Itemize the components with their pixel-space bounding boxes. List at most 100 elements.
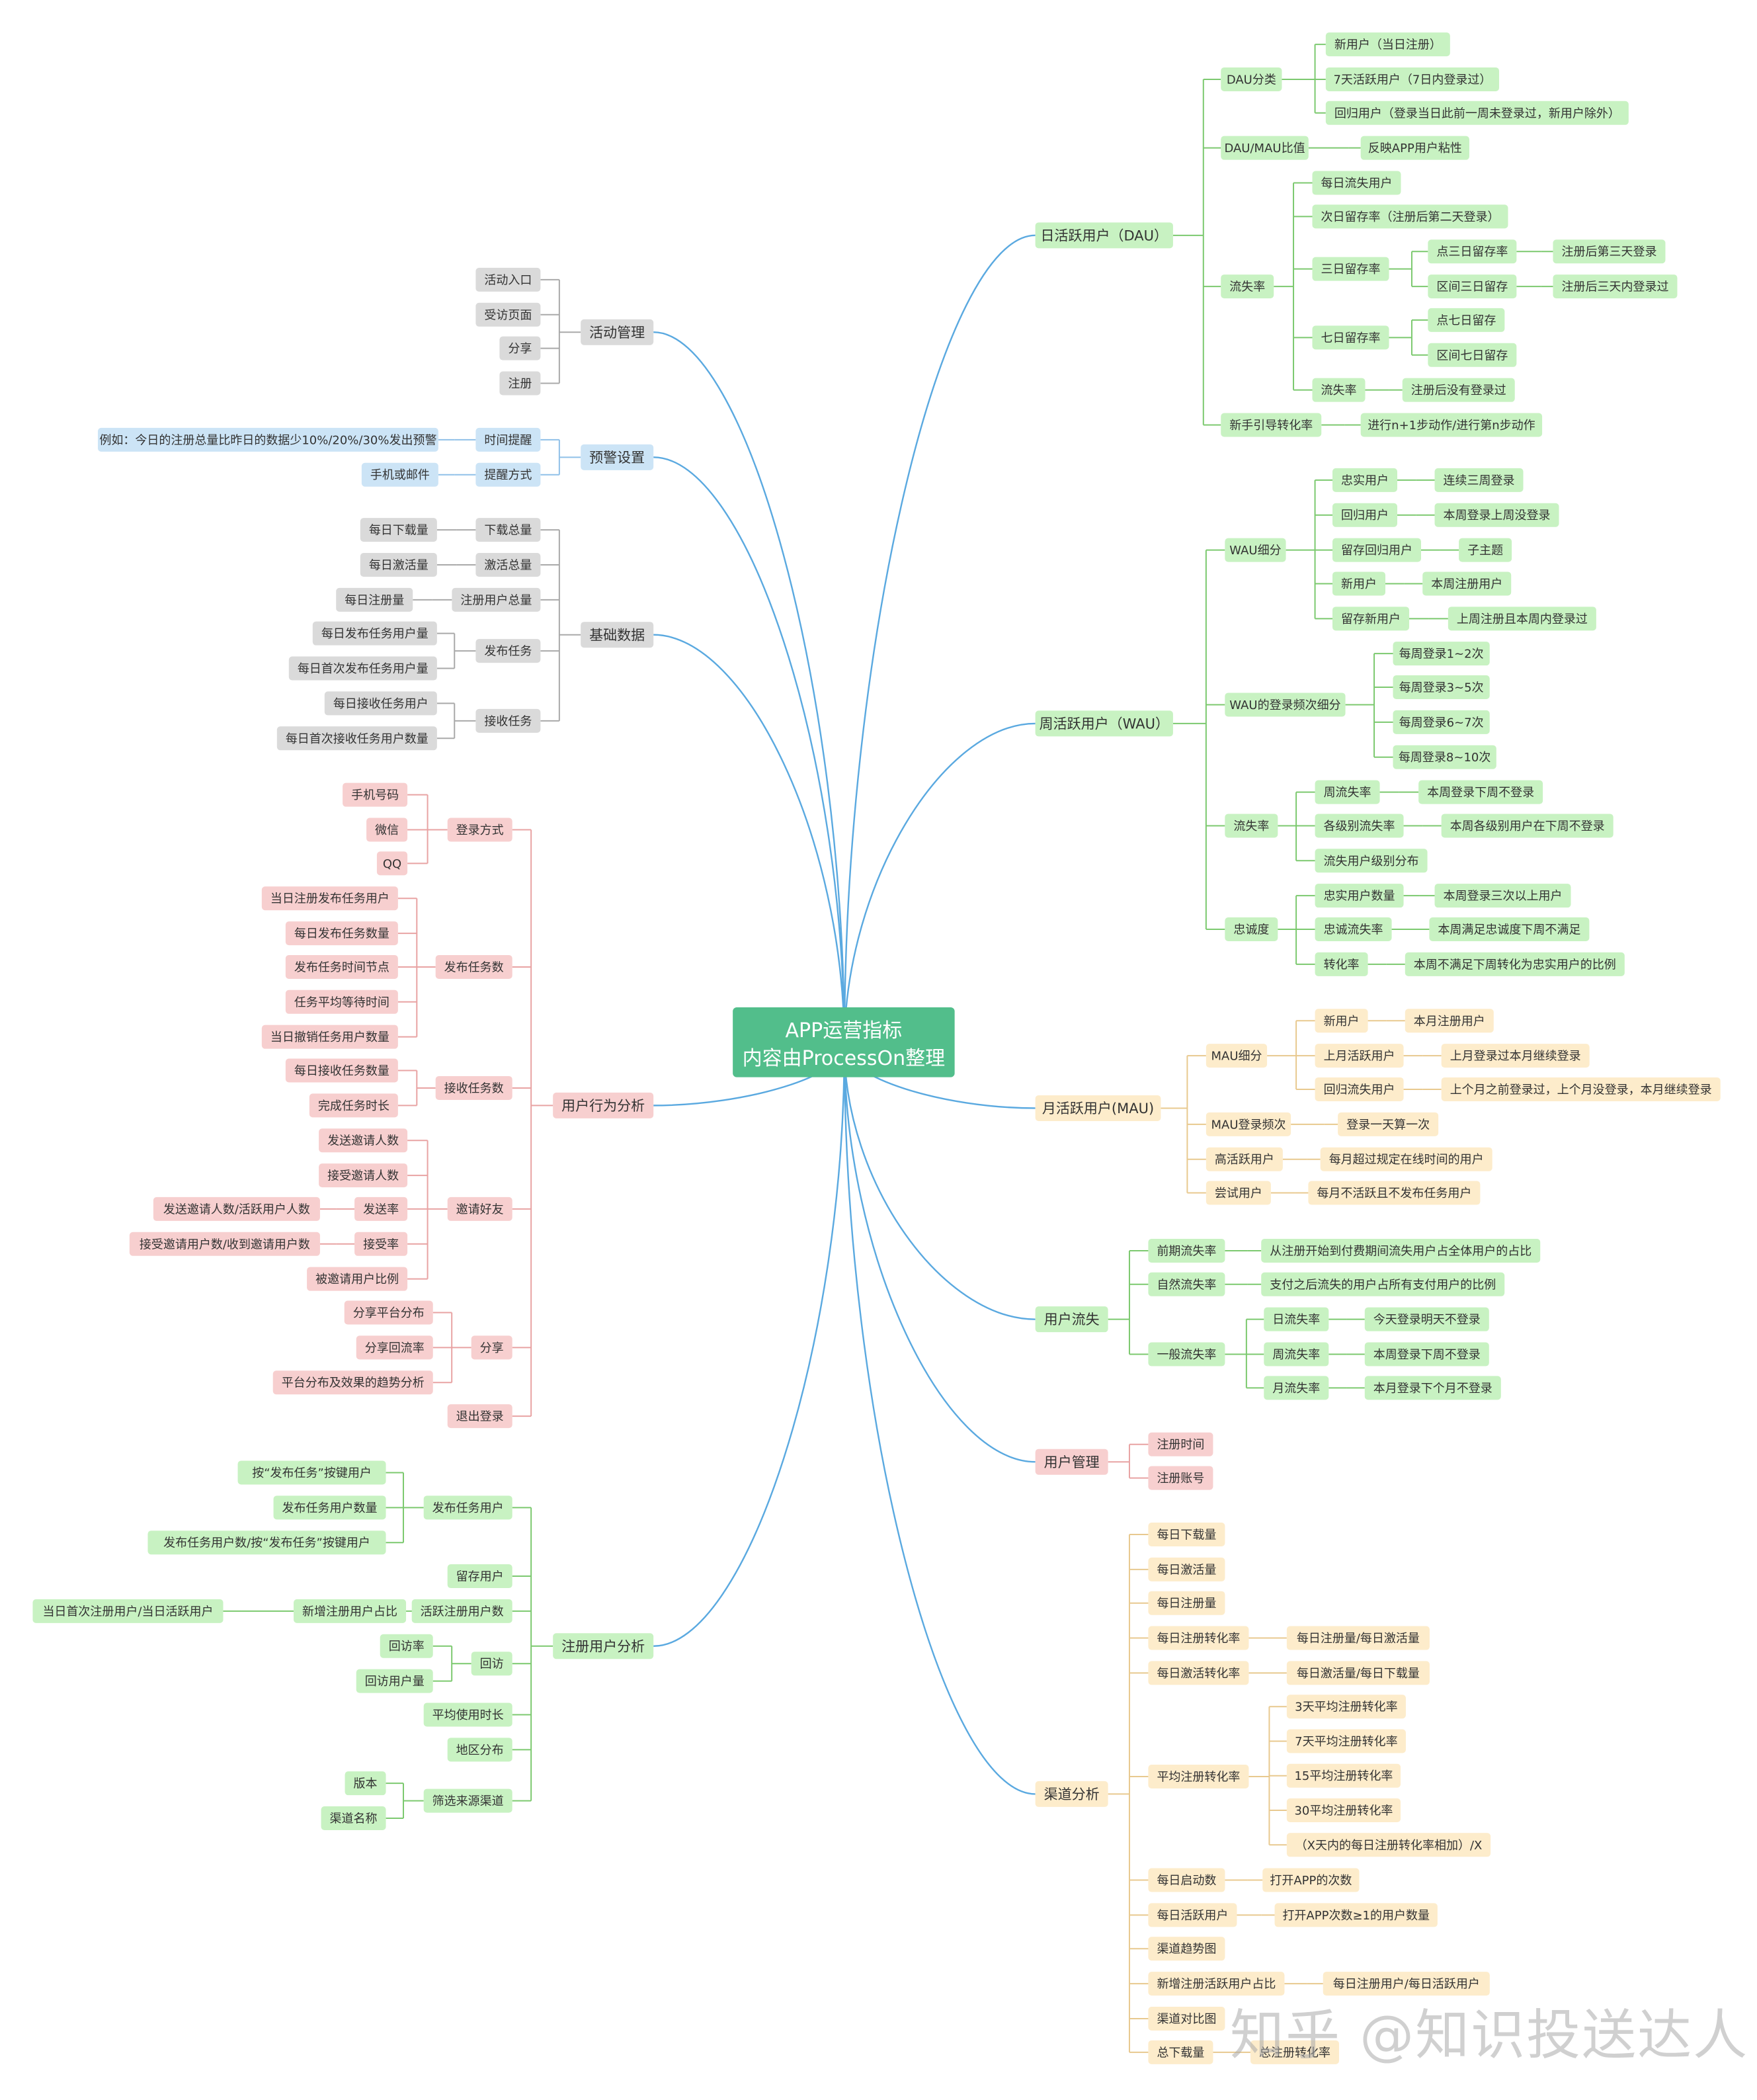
topic-node[interactable]: 分享回流率	[356, 1335, 433, 1360]
topic-node[interactable]: 一般流失率	[1148, 1342, 1225, 1366]
topic-node[interactable]: 每日下载量	[1148, 1522, 1225, 1546]
topic-node[interactable]: 7天活跃用户（7日内登录过）	[1325, 67, 1499, 91]
topic-node[interactable]: 渠道对比图	[1148, 2006, 1225, 2031]
topic-node[interactable]: 15平均注册转化率	[1286, 1763, 1401, 1788]
topic-node[interactable]: 每日注册用户/每日活跃用户	[1323, 1972, 1490, 1996]
topic-node[interactable]: 每日激活量	[360, 552, 437, 577]
topic-node[interactable]: 留存用户	[447, 1564, 512, 1589]
topic-node[interactable]: 每日首次发布任务用户量	[288, 656, 437, 681]
topic-node[interactable]: 注册	[499, 371, 541, 396]
topic-node[interactable]: 手机或邮件	[361, 462, 438, 487]
branch-behavior[interactable]: 用户行为分析	[553, 1092, 654, 1118]
branch-mau[interactable]: 月活跃用户(MAU)	[1035, 1095, 1161, 1121]
topic-node[interactable]: 今天登录明天不登录	[1364, 1307, 1489, 1331]
topic-node[interactable]: 从注册开始到付费期间流失用户占全体用户的占比	[1261, 1238, 1541, 1263]
branch-wau[interactable]: 周活跃用户（WAU）	[1035, 710, 1173, 737]
topic-node[interactable]: 本周满足忠诚度下周不满足	[1429, 917, 1590, 942]
branch-activity[interactable]: 活动管理	[581, 319, 654, 345]
topic-node[interactable]: 7天平均注册转化率	[1286, 1729, 1406, 1753]
topic-node[interactable]: 本周各级别用户在下周不登录	[1441, 814, 1614, 838]
topic-node[interactable]: MAU细分	[1205, 1044, 1268, 1068]
topic-node[interactable]: 新用户	[1332, 571, 1386, 596]
topic-node[interactable]: 注册后第三天登录	[1553, 239, 1666, 264]
topic-node[interactable]: 周流失率	[1315, 780, 1380, 804]
topic-node[interactable]: 回归流失用户	[1315, 1077, 1404, 1101]
topic-node[interactable]: 筛选来源渠道	[423, 1788, 512, 1813]
topic-node[interactable]: 忠实用户数量	[1315, 884, 1404, 908]
topic-node[interactable]: 每日接收任务用户	[324, 691, 437, 716]
topic-node[interactable]: 例如：今日的注册总量比昨日的数据少10%/20%/30%发出预警	[97, 427, 438, 452]
topic-node[interactable]: 每周登录3~5次	[1393, 675, 1490, 700]
topic-node[interactable]: 每日接收任务数量	[285, 1058, 398, 1083]
topic-node[interactable]: 活跃注册用户数	[411, 1599, 512, 1623]
topic-node[interactable]: 地区分布	[447, 1738, 512, 1762]
topic-node[interactable]: 注册后三天内登录过	[1553, 274, 1678, 299]
topic-node[interactable]: 本周不满足下周转化为忠实用户的比例	[1405, 952, 1625, 976]
topic-node[interactable]: 反映APP用户粘性	[1360, 136, 1469, 160]
topic-node[interactable]: 次日留存率（注册后第二天登录）	[1312, 204, 1508, 229]
topic-node[interactable]: 接受邀请用户数/收到邀请用户数	[129, 1232, 320, 1256]
topic-node[interactable]: 时间提醒	[475, 427, 541, 452]
topic-node[interactable]: 受访页面	[475, 302, 541, 327]
topic-node[interactable]: 每日下载量	[360, 518, 437, 542]
topic-node[interactable]: 任务平均等待时间	[285, 989, 398, 1014]
topic-node[interactable]: 本月注册用户	[1405, 1009, 1494, 1033]
topic-node[interactable]: WAU的登录频次细分	[1225, 693, 1346, 717]
branch-registered[interactable]: 注册用户分析	[553, 1633, 654, 1659]
topic-node[interactable]: 登录一天算一次	[1338, 1112, 1439, 1136]
topic-node[interactable]: 区间七日留存	[1428, 343, 1517, 367]
topic-node[interactable]: 进行n+1步动作/进行第n步动作	[1360, 413, 1543, 437]
topic-node[interactable]: 每日发布任务用户量	[312, 621, 437, 646]
topic-node[interactable]: 周流失率	[1264, 1342, 1329, 1366]
topic-node[interactable]: 手机号码	[343, 782, 408, 807]
topic-node[interactable]: 本周登录下周不登录	[1364, 1342, 1489, 1366]
topic-node[interactable]: 注册后没有登录过	[1402, 378, 1515, 402]
branch-channel[interactable]: 渠道分析	[1035, 1781, 1108, 1807]
topic-node[interactable]: 每日激活转化率	[1148, 1661, 1249, 1685]
topic-node[interactable]: 当日注册发布任务用户	[261, 886, 398, 911]
topic-node[interactable]: 子主题	[1459, 538, 1512, 562]
branch-user-churn[interactable]: 用户流失	[1035, 1306, 1108, 1333]
topic-node[interactable]: 注册账号	[1148, 1466, 1213, 1490]
branch-alert[interactable]: 预警设置	[581, 444, 654, 470]
topic-node[interactable]: 本周登录上周没登录	[1434, 503, 1559, 527]
topic-node[interactable]: 支付之后流失的用户占所有支付用户的比例	[1261, 1272, 1505, 1296]
topic-node[interactable]: 流失率	[1225, 814, 1278, 838]
topic-node[interactable]: 新手引导转化率	[1221, 413, 1322, 437]
topic-node[interactable]: 三日留存率	[1312, 257, 1389, 281]
topic-node[interactable]: 每日流失用户	[1312, 171, 1401, 195]
topic-node[interactable]: 每日激活量/每日下载量	[1286, 1661, 1430, 1685]
topic-node[interactable]: 每日注册量	[1148, 1591, 1225, 1615]
topic-node[interactable]: 留存回归用户	[1332, 538, 1422, 562]
topic-node[interactable]: 流失用户级别分布	[1315, 849, 1428, 873]
topic-node[interactable]: 上月登录过本月继续登录	[1441, 1044, 1590, 1068]
topic-node[interactable]: 每日注册量	[336, 587, 413, 612]
branch-base-data[interactable]: 基础数据	[581, 622, 654, 648]
topic-node[interactable]: （X天内的每日注册转化率相加）/X	[1286, 1833, 1491, 1857]
topic-node[interactable]: DAU分类	[1221, 67, 1282, 91]
topic-node[interactable]: 每月超过规定在线时间的用户	[1320, 1147, 1492, 1171]
topic-node[interactable]: 发布任务数	[435, 954, 512, 979]
topic-node[interactable]: 渠道趋势图	[1148, 1937, 1225, 1961]
topic-node[interactable]: 完成任务时长	[309, 1093, 398, 1118]
topic-node[interactable]: 版本	[345, 1771, 386, 1796]
topic-node[interactable]: 接收任务	[475, 708, 541, 733]
topic-node[interactable]: 邀请好友	[447, 1197, 512, 1221]
topic-node[interactable]: 30平均注册转化率	[1286, 1798, 1401, 1823]
topic-node[interactable]: 回归用户	[1332, 503, 1398, 527]
topic-node[interactable]: 打开APP次数≥1的用户数量	[1274, 1903, 1438, 1927]
topic-node[interactable]: 提醒方式	[475, 462, 541, 487]
topic-node[interactable]: 平台分布及效果的趋势分析	[272, 1370, 433, 1395]
topic-node[interactable]: 发布任务	[475, 639, 541, 663]
topic-node[interactable]: 尝试用户	[1205, 1181, 1271, 1205]
topic-node[interactable]: DAU/MAU比值	[1221, 136, 1309, 160]
topic-node[interactable]: 接收任务数	[435, 1075, 512, 1100]
topic-node[interactable]: MAU登录频次	[1205, 1112, 1291, 1136]
topic-node[interactable]: 平均注册转化率	[1148, 1764, 1249, 1788]
topic-node[interactable]: 3天平均注册转化率	[1286, 1695, 1406, 1719]
topic-node[interactable]: 活动入口	[475, 267, 541, 292]
topic-node[interactable]: 注册用户总量	[452, 587, 541, 612]
topic-node[interactable]: 发布任务时间节点	[285, 954, 398, 979]
topic-node[interactable]: 每周登录1~2次	[1393, 642, 1490, 666]
topic-node[interactable]: 各级别流失率	[1315, 814, 1404, 838]
